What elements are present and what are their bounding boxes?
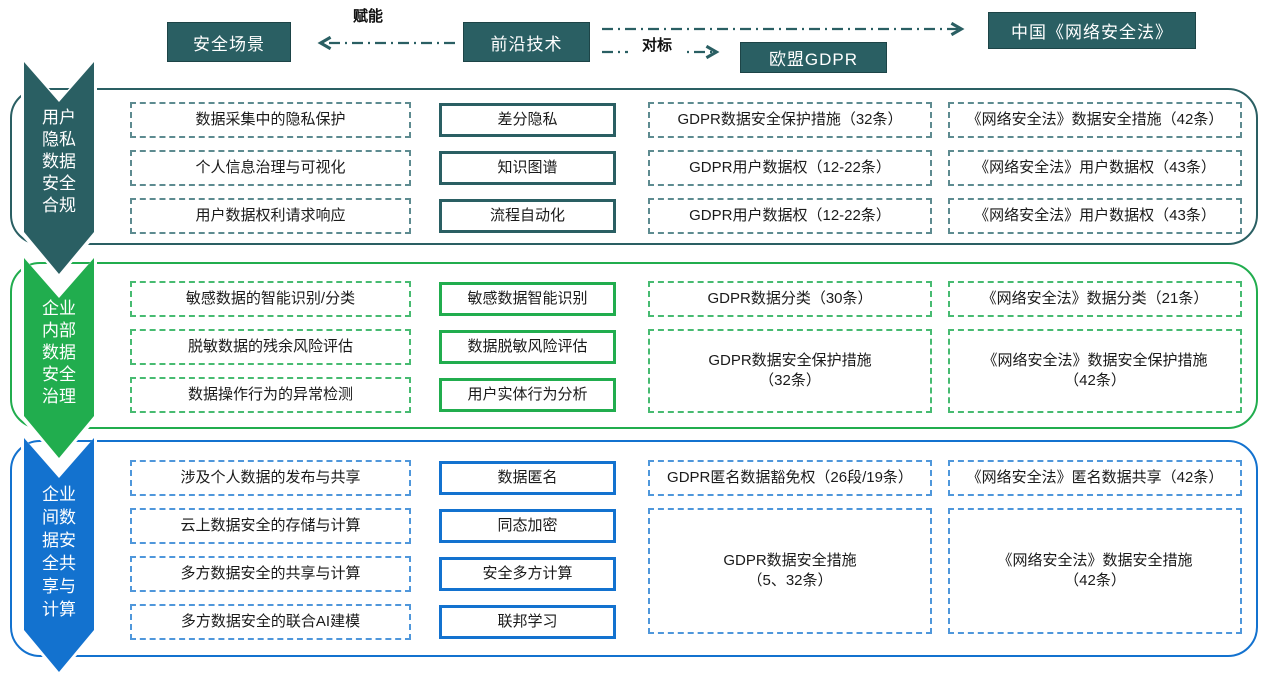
row-container-user-privacy-compliance: 数据采集中的隐私保护 个人信息治理与可视化 用户数据权利请求响应 差分隐私 知识…: [10, 88, 1258, 245]
gdpr-box: GDPR匿名数据豁免权（26段/19条）: [648, 460, 932, 496]
empower-arrow-label: 赋能: [338, 8, 398, 25]
tech-box: 同态加密: [439, 509, 616, 543]
tech-box: 安全多方计算: [439, 557, 616, 591]
header-box-security-scenarios: 安全场景: [167, 22, 291, 62]
tech-box: 流程自动化: [439, 199, 616, 233]
tech-box: 知识图谱: [439, 151, 616, 185]
scenario-box: 涉及个人数据的发布与共享: [130, 460, 411, 496]
scenario-box: 数据操作行为的异常检测: [130, 377, 411, 413]
scenario-box: 多方数据安全的联合AI建模: [130, 604, 411, 640]
tech-box: 敏感数据智能识别: [439, 282, 616, 316]
law-box: 《网络安全法》数据分类（21条）: [948, 281, 1242, 317]
scenario-box: 云上数据安全的存储与计算: [130, 508, 411, 544]
tech-box: 差分隐私: [439, 103, 616, 137]
gdpr-box: GDPR数据安全保护措施 （32条）: [648, 329, 932, 413]
law-box: 《网络安全法》用户数据权（43条）: [948, 150, 1242, 186]
tech-box: 用户实体行为分析: [439, 378, 616, 412]
scenario-box: 脱敏数据的残余风险评估: [130, 329, 411, 365]
row-container-enterprise-internal-governance: 敏感数据的智能识别/分类 脱敏数据的残余风险评估 数据操作行为的异常检测 敏感数…: [10, 262, 1258, 429]
scenario-box: 多方数据安全的共享与计算: [130, 556, 411, 592]
law-box: 《网络安全法》用户数据权（43条）: [948, 198, 1242, 234]
scenario-box: 用户数据权利请求响应: [130, 198, 411, 234]
tech-box: 数据脱敏风险评估: [439, 330, 616, 364]
gdpr-box: GDPR数据分类（30条）: [648, 281, 932, 317]
gdpr-box: GDPR数据安全保护措施（32条）: [648, 102, 932, 138]
law-box: 《网络安全法》匿名数据共享（42条）: [948, 460, 1242, 496]
law-box: 《网络安全法》数据安全措施（42条）: [948, 102, 1242, 138]
scenario-box: 敏感数据的智能识别/分类: [130, 281, 411, 317]
scenario-box: 数据采集中的隐私保护: [130, 102, 411, 138]
law-box: 《网络安全法》数据安全措施 （42条）: [948, 508, 1242, 634]
tech-box: 联邦学习: [439, 605, 616, 639]
gdpr-box: GDPR用户数据权（12-22条）: [648, 198, 932, 234]
benchmark-arrow-label: 对标: [628, 37, 686, 54]
header-box-frontier-technology: 前沿技术: [463, 22, 590, 62]
tech-box: 数据匿名: [439, 461, 616, 495]
law-box: 《网络安全法》数据安全保护措施 （42条）: [948, 329, 1242, 413]
gdpr-box: GDPR用户数据权（12-22条）: [648, 150, 932, 186]
gdpr-box: GDPR数据安全措施 （5、32条）: [648, 508, 932, 634]
ribbon-inter-enterprise-sharing-computing: 企业 间数 据安 全共 享与 计算: [24, 438, 94, 672]
row-container-inter-enterprise-sharing-computing: 涉及个人数据的发布与共享 云上数据安全的存储与计算 多方数据安全的共享与计算 多…: [10, 440, 1258, 657]
header-box-china-cybersecurity-law: 中国《网络安全法》: [988, 12, 1196, 49]
scenario-box: 个人信息治理与可视化: [130, 150, 411, 186]
header-box-eu-gdpr: 欧盟GDPR: [740, 42, 887, 73]
